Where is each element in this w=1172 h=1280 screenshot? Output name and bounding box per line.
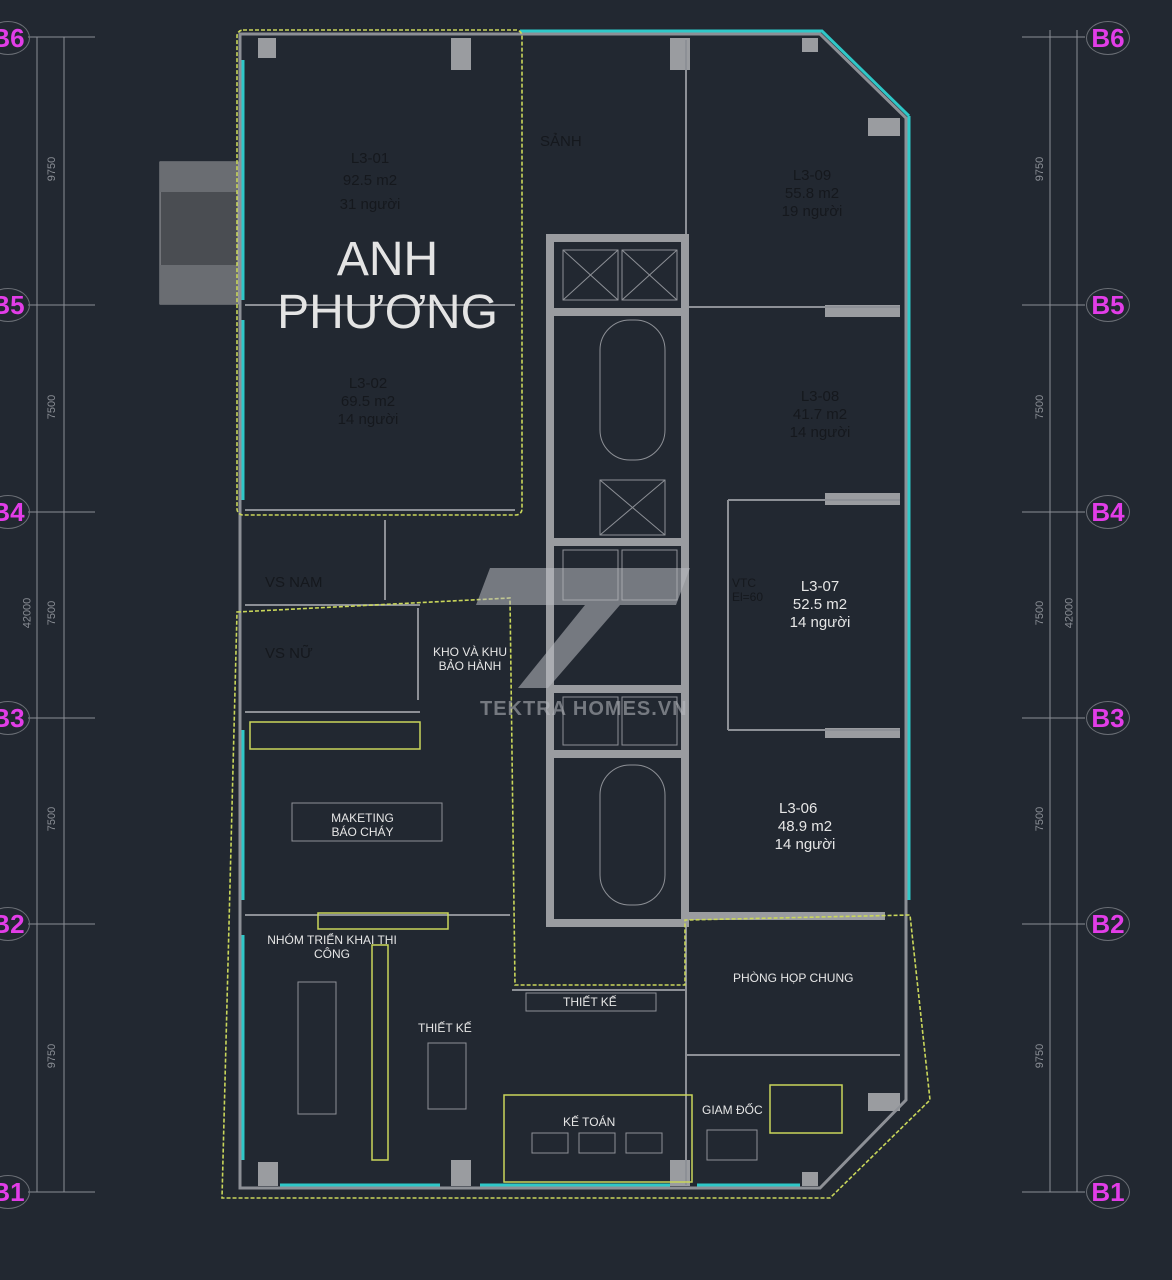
- design-left-label: THIẾT KẾ: [418, 1021, 472, 1035]
- axis-label-right-b2: B2: [1086, 907, 1130, 941]
- construction-team-line-1: NHÓM TRIỂN KHAI THI: [267, 933, 397, 947]
- room-area: 69.5 m2: [340, 393, 396, 410]
- axis-label-left-b1: B1: [0, 1175, 30, 1209]
- construction-team-label: NHÓM TRIỂN KHAI THI CÔNG: [262, 933, 402, 962]
- restroom-women-label: VS NỮ: [265, 645, 313, 662]
- interior-walls: [245, 40, 907, 1189]
- room-l3-08-label: L3-08 41.7 m2 14 người: [770, 388, 870, 442]
- construction-team-line-2: CÔNG: [314, 947, 350, 962]
- dim-right-3: 7500: [1034, 600, 1047, 626]
- warehouse-line-1: KHO VÀ KHU: [432, 645, 507, 659]
- revision-clouds: [221, 29, 931, 1199]
- meeting-room-label: PHÒNG HỌP CHUNG: [733, 971, 854, 985]
- room-area: 55.8 m2: [784, 185, 840, 202]
- room-capacity: 14 người: [774, 836, 836, 853]
- dim-right-2: 7500: [1034, 394, 1047, 420]
- axis-label-right-b1: B1: [1086, 1175, 1130, 1209]
- warehouse-line-2: BẢO HÀNH: [438, 659, 502, 674]
- dim-left-5: 9750: [46, 1043, 59, 1069]
- highlight-line-2: PHƯƠNG: [277, 285, 498, 339]
- room-capacity: 14 người: [789, 424, 851, 441]
- dim-left-3: 7500: [46, 600, 59, 626]
- exterior-stair: [159, 161, 239, 305]
- room-code: L3-02: [348, 375, 388, 392]
- room-l3-07-label: L3-07 52.5 m2 14 người: [770, 578, 870, 632]
- room-lobby-label: SẢNH: [540, 133, 582, 150]
- vtc-label: VTC El=60: [732, 576, 763, 605]
- dimension-lines-left: [28, 36, 95, 1193]
- axis-label-right-b5: B5: [1086, 288, 1130, 322]
- room-capacity: 19 người: [781, 203, 843, 220]
- room-code: L3-09: [792, 167, 832, 184]
- room-code: L3-08: [800, 388, 840, 405]
- room-capacity: 14 người: [337, 411, 399, 428]
- accounting-label: KẾ TOÁN: [563, 1115, 616, 1129]
- furniture-highlights: [249, 721, 843, 1183]
- room-code: L3-06: [779, 800, 818, 817]
- warehouse-label: KHO VÀ KHU BẢO HÀNH: [425, 645, 515, 674]
- dim-left-4: 7500: [46, 806, 59, 832]
- axis-label-right-b3: B3: [1086, 701, 1130, 735]
- room-l3-09-label: L3-09 55.8 m2 19 người: [762, 167, 862, 221]
- watermark-logo: [476, 568, 690, 688]
- vtc-elevation: El=60: [732, 590, 764, 605]
- highlight-name: ANH PHƯƠNG: [255, 233, 520, 340]
- dim-right-1: 9750: [1034, 156, 1047, 182]
- dim-right-4: 7500: [1034, 806, 1047, 832]
- dim-right-total: 42000: [1063, 597, 1076, 629]
- marketing-line-2: BÁO CHÁY: [331, 825, 394, 840]
- director-label: GIAM ĐỐC: [702, 1103, 763, 1117]
- room-l3-06-label: L3-06 48.9 m2 14 người: [755, 800, 855, 854]
- tables: [291, 802, 758, 1161]
- room-l3-02-label: L3-02 69.5 m2 14 người: [318, 375, 418, 429]
- axis-label-left-b5: B5: [0, 288, 30, 322]
- dim-left-1: 9750: [46, 156, 59, 182]
- room-capacity: 31 người: [339, 196, 401, 213]
- axis-label-right-b4: B4: [1086, 495, 1130, 529]
- room-area: 52.5 m2: [792, 596, 848, 613]
- room-area: 41.7 m2: [792, 406, 848, 423]
- dimension-lines-right: [1022, 30, 1085, 1193]
- highlight-line-1: ANH: [336, 233, 439, 286]
- room-l3-01-label: L3-01 92.5 m2 31 người: [320, 150, 420, 214]
- dim-left-2: 7500: [46, 394, 59, 420]
- marketing-label: MAKETING BÁO CHÁY: [320, 811, 405, 840]
- marketing-line-1: MAKETING: [331, 811, 394, 825]
- room-code: L3-07: [800, 578, 840, 595]
- watermark-text: TEKTRA HOMES.VN: [480, 698, 688, 720]
- dim-left-total: 42000: [21, 597, 34, 629]
- room-area: 92.5 m2: [342, 172, 398, 189]
- axis-label-right-b6: B6: [1086, 21, 1130, 55]
- vtc-code: VTC: [732, 576, 756, 590]
- room-capacity: 14 người: [789, 614, 851, 631]
- restroom-men-label: VS NAM: [265, 574, 323, 591]
- dim-right-5: 9750: [1034, 1043, 1047, 1069]
- room-area: 48.9 m2: [777, 818, 833, 835]
- room-code: L3-01: [350, 150, 390, 167]
- axis-label-left-b4: B4: [0, 495, 30, 529]
- design-right-label: THIẾT KẾ: [563, 995, 617, 1009]
